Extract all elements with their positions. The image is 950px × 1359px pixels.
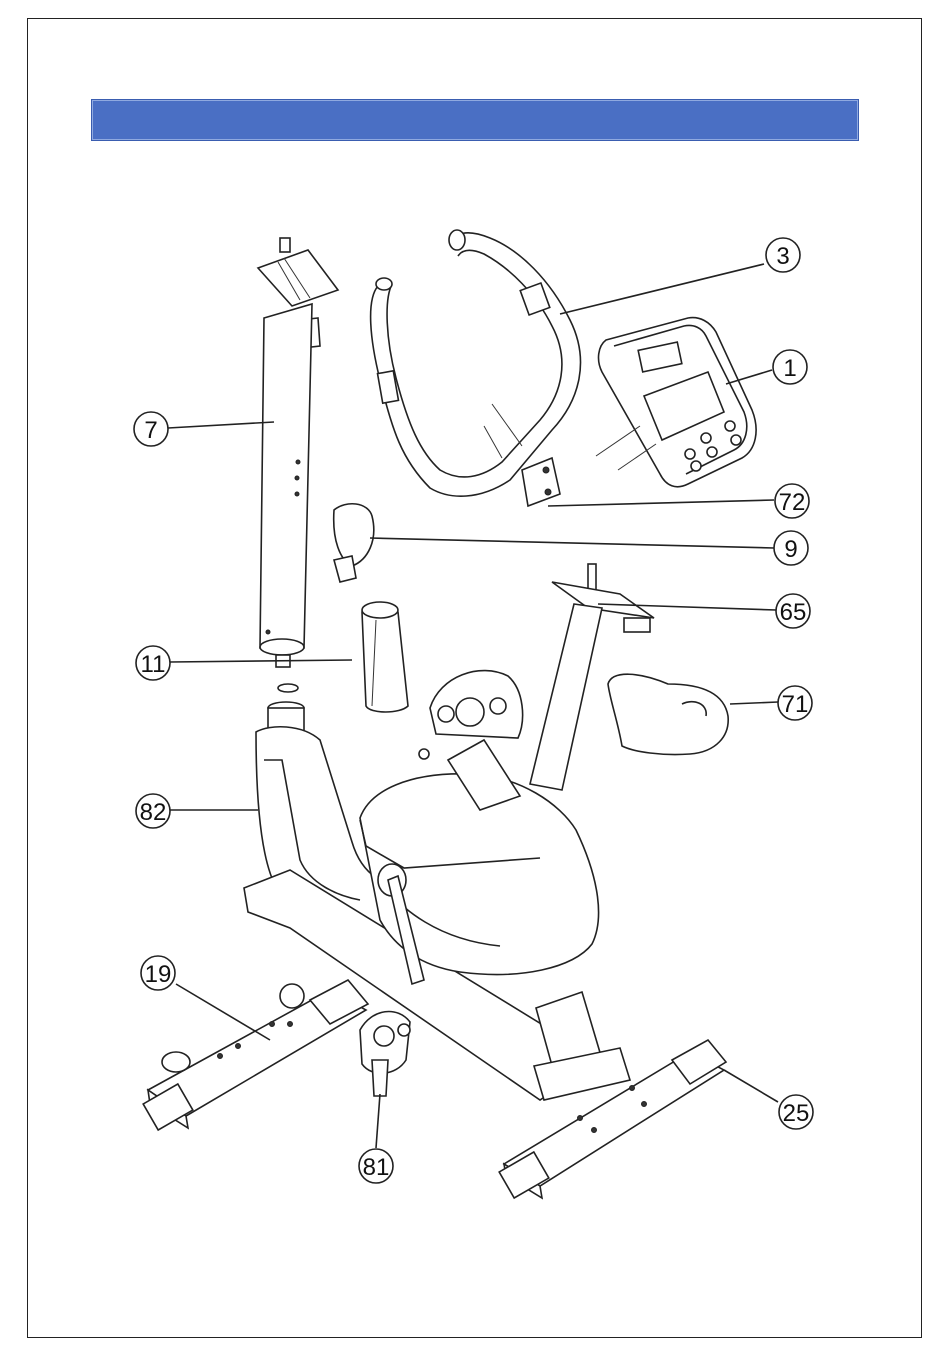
part-handlebar — [371, 230, 581, 496]
callout-7-label: 7 — [144, 417, 157, 444]
part-console-bracket — [522, 458, 560, 506]
callout-82: 82 — [136, 794, 170, 828]
callout-9: 9 — [774, 531, 808, 565]
part-pedal — [360, 1012, 410, 1096]
callout-71: 71 — [778, 686, 812, 720]
callout-72: 72 — [775, 484, 809, 518]
callout-3-label: 3 — [776, 243, 789, 270]
callout-82-label: 82 — [140, 799, 167, 826]
callout-25-label: 25 — [783, 1100, 810, 1127]
callout-19-label: 19 — [145, 961, 172, 988]
part-bottle-holder — [334, 504, 374, 582]
callout-7: 7 — [134, 412, 168, 446]
callout-3: 3 — [766, 238, 800, 272]
callout-11: 11 — [136, 646, 170, 680]
part-front-stabilizer — [143, 980, 368, 1130]
callout-9-label: 9 — [784, 536, 797, 563]
part-seat — [608, 674, 728, 754]
callout-1-label: 1 — [783, 355, 796, 382]
part-shroud-cover — [362, 602, 408, 712]
callout-1: 1 — [773, 350, 807, 384]
callout-65-label: 65 — [780, 599, 807, 626]
callout-25: 25 — [779, 1095, 813, 1129]
part-console — [596, 318, 756, 487]
callout-81: 81 — [359, 1149, 393, 1183]
callout-19: 19 — [141, 956, 175, 990]
callout-11-label: 11 — [141, 651, 166, 678]
part-magnet-assembly — [419, 671, 523, 759]
callout-71-label: 71 — [782, 691, 809, 718]
callout-81-label: 81 — [363, 1154, 390, 1181]
callout-72-label: 72 — [779, 489, 806, 516]
callout-65: 65 — [776, 594, 810, 628]
part-handlebar-post — [258, 238, 338, 667]
